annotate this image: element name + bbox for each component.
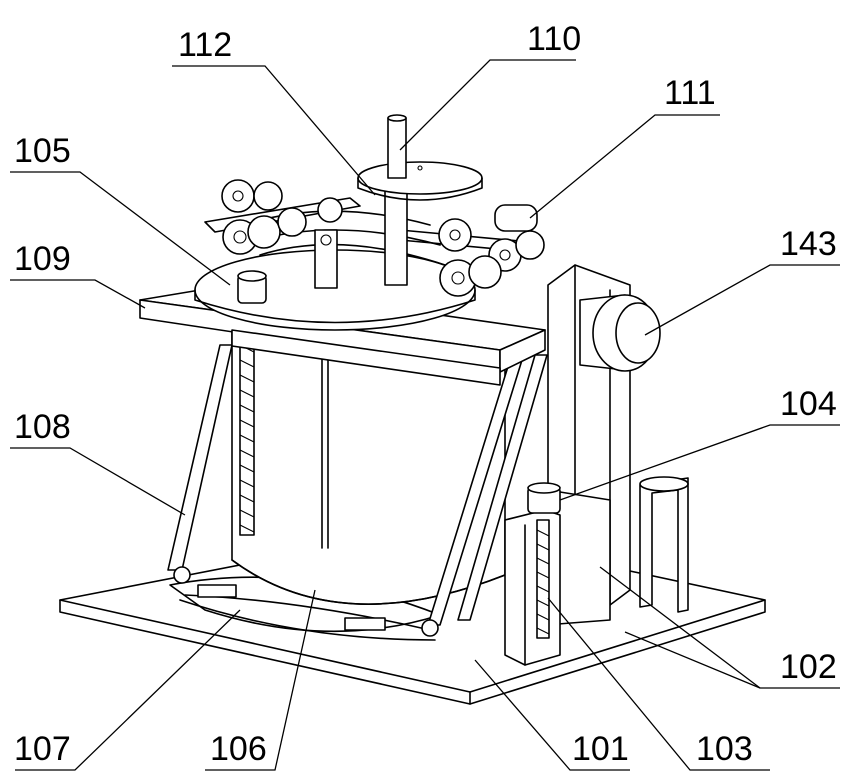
label-102: 102 (780, 648, 837, 686)
label-112: 112 (178, 26, 232, 64)
label-106: 106 (210, 730, 267, 768)
lift-column-103 (505, 483, 560, 665)
label-105: 105 (14, 132, 71, 170)
label-104: 104 (780, 385, 837, 423)
label-109: 109 (14, 240, 71, 278)
label-111: 111 (664, 74, 716, 112)
label-110: 110 (527, 20, 581, 58)
label-103: 103 (696, 730, 753, 768)
label-107: 107 (14, 730, 71, 768)
label-143: 143 (780, 225, 837, 263)
label-101: 101 (572, 730, 629, 768)
label-108: 108 (14, 408, 71, 446)
screw-rod-left (240, 335, 254, 535)
